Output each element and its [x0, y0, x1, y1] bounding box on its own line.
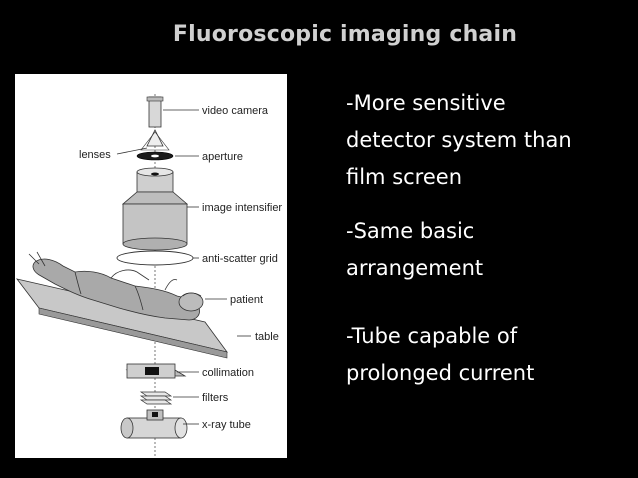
label-xray-tube: x-ray tube: [202, 419, 251, 431]
label-table: table: [255, 331, 279, 343]
bullet-line: arrangement: [346, 256, 484, 280]
label-image-intensifier: image intensifier: [202, 202, 282, 214]
video-camera-drawing: [146, 96, 164, 128]
bullet-line: prolonged current: [346, 361, 535, 385]
bullet-tube-current: -Tube capable of prolonged current: [346, 318, 636, 392]
image-intensifier-drawing: [121, 167, 189, 251]
bullet-line: -More sensitive: [346, 91, 506, 115]
label-patient: patient: [230, 294, 263, 306]
patient-drawing: [28, 251, 204, 321]
label-anti-scatter-grid: anti-scatter grid: [202, 253, 278, 265]
lenses-drawing: [140, 129, 170, 151]
lenses-leader: [116, 147, 148, 155]
imaging-chain-diagram: video camera lenses aperture image inten…: [15, 74, 287, 458]
label-aperture: aperture: [202, 151, 243, 163]
collimation-drawing: [125, 363, 187, 379]
xray-tube-drawing: [120, 409, 188, 439]
label-video-camera: video camera: [202, 105, 269, 117]
label-lenses: lenses: [79, 149, 111, 161]
label-collimation: collimation: [202, 367, 254, 379]
slide-title: Fluoroscopic imaging chain: [172, 22, 518, 47]
filters-drawing: [139, 391, 173, 405]
anti-scatter-grid-drawing: [116, 250, 194, 266]
label-filters: filters: [202, 392, 229, 404]
bullet-line: -Same basic: [346, 219, 475, 243]
bullet-line: -Tube capable of: [346, 324, 518, 348]
bullet-same-arrangement: -Same basic arrangement: [346, 213, 636, 287]
bullet-sensitive-detector: -More sensitive detector system than fil…: [346, 85, 636, 196]
aperture-drawing: [136, 151, 174, 161]
bullet-line: detector system than: [346, 128, 572, 152]
bullet-line: film screen: [346, 165, 463, 189]
